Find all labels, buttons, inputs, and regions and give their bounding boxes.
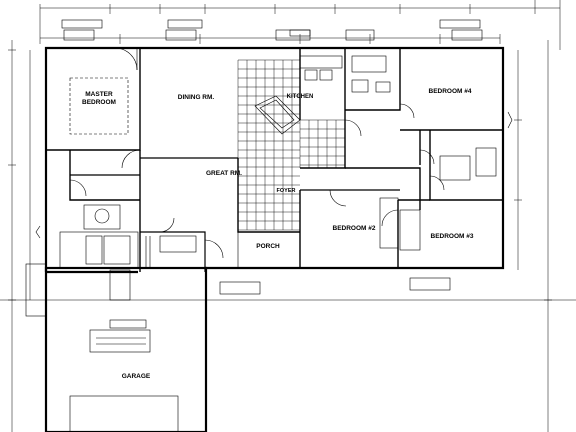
bedroom3-label: BEDROOM #3 [431,233,474,240]
garage-label: GARAGE [122,373,151,380]
side-dimension-lines [0,40,576,432]
door-swings [69,47,445,259]
annotation-marks [35,19,513,353]
kitchen-label: KITCHEN [287,94,314,100]
bedroom2-label: BEDROOM #2 [333,225,376,232]
dining-room-label: DINING RM. [178,94,215,101]
foyer-label: FOYER [277,188,296,194]
porch-label: PORCH [256,243,280,250]
bedroom4-label: BEDROOM #4 [429,88,472,95]
master-bedroom-label-line1: MASTER [85,91,113,98]
room-labels: MASTER BEDROOM DINING RM. KITCHEN BEDROO… [82,88,474,380]
great-room-label: GREAT RM. [206,170,242,177]
tile-grid [237,59,346,231]
top-dimension-lines [39,0,561,50]
master-bedroom-label-line2: BEDROOM [82,99,116,106]
